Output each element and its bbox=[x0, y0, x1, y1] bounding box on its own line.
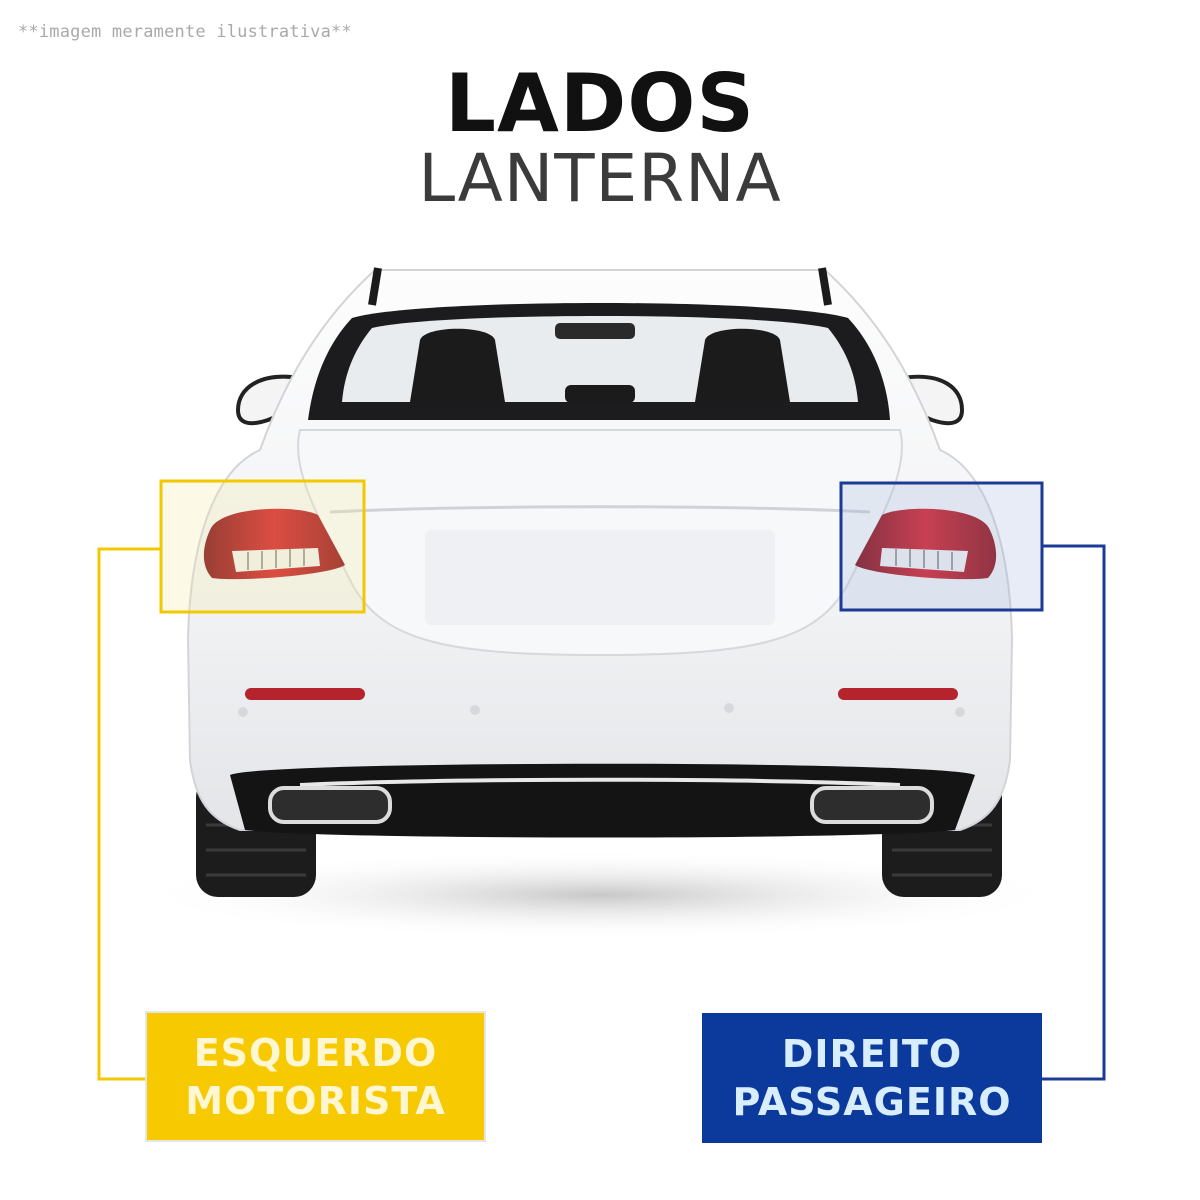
right-label-line1: DIREITO bbox=[781, 1032, 963, 1076]
left-driver-label: ESQUERDO MOTORISTA bbox=[145, 1011, 486, 1142]
right-exhaust bbox=[810, 786, 934, 824]
right-connector-line bbox=[1042, 544, 1106, 1081]
left-reflector bbox=[245, 688, 365, 700]
left-connector-line bbox=[97, 547, 161, 1081]
right-reflector bbox=[838, 688, 958, 700]
ground-shadow bbox=[130, 850, 1070, 940]
page-title: LADOS bbox=[445, 57, 755, 150]
left-taillight bbox=[203, 508, 345, 580]
license-plate-area bbox=[425, 530, 775, 625]
left-highlight-box bbox=[159, 479, 366, 614]
left-label-line2: MOTORISTA bbox=[185, 1078, 446, 1123]
disclaimer-text: **imagem meramente ilustrativa** bbox=[18, 22, 352, 42]
right-taillight bbox=[855, 508, 997, 580]
page-subtitle: LANTERNA bbox=[418, 140, 782, 217]
left-label-line1: ESQUERDO bbox=[193, 1030, 438, 1075]
right-passenger-label: DIREITO PASSAGEIRO bbox=[702, 1013, 1042, 1143]
right-label-line2: PASSAGEIRO bbox=[732, 1080, 1012, 1124]
left-exhaust bbox=[268, 786, 392, 824]
right-highlight-box bbox=[839, 481, 1044, 612]
